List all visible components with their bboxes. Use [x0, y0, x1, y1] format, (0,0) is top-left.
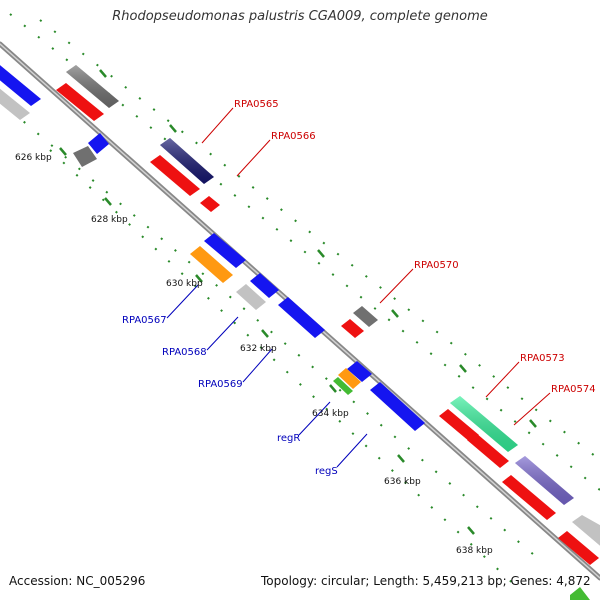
gene-arrow[interactable] [88, 133, 109, 154]
gene-label-rpa0567[interactable]: RPA0567 [122, 315, 167, 326]
gene-arrow[interactable] [353, 306, 378, 327]
tick-mark-628 [104, 197, 112, 206]
gene-arrow[interactable] [0, 79, 30, 120]
gene-label-regs[interactable]: regS [315, 466, 338, 477]
gene-label-regr[interactable]: regR [277, 433, 300, 444]
gene-label-rpa0569[interactable]: RPA0569 [198, 379, 243, 390]
gene-arrow[interactable] [190, 246, 233, 283]
tick-mark-outer-6 [529, 419, 537, 428]
tick-mark-634 [329, 384, 337, 393]
gene-arrow[interactable] [558, 531, 599, 565]
map-title: Rhodopseudomonas palustris CGA009, compl… [112, 9, 488, 24]
tick-mark-632 [261, 329, 269, 338]
tick-label-632: 632 kbp [240, 344, 277, 354]
gene-label-rpa0565[interactable]: RPA0565 [234, 99, 279, 110]
callout-rpa0573 [485, 361, 520, 398]
tick-label-638: 638 kbp [456, 546, 493, 556]
tick-mark-638 [467, 526, 475, 535]
tick-mark-outer-5 [459, 364, 467, 373]
callout-lines [166, 107, 551, 468]
gene-arrow[interactable] [278, 297, 325, 338]
tick-mark-626 [59, 147, 67, 156]
tick-mark-630 [195, 274, 203, 283]
guide-ring-inner-1 [9, 109, 541, 561]
reverse-strand-genes [73, 133, 590, 600]
gene-arrow[interactable] [347, 361, 372, 382]
gene-arrow[interactable] [338, 368, 361, 389]
tick-labels: 626 kbp 628 kbp 630 kbp 632 kbp 634 kbp … [15, 153, 493, 556]
gene-label-rpa0566[interactable]: RPA0566 [271, 131, 316, 142]
guide-ring-outer-1 [39, 19, 600, 461]
tick-label-628: 628 kbp [91, 215, 128, 225]
gene-arrow[interactable] [333, 377, 353, 395]
gene-arrow[interactable] [0, 61, 41, 106]
gene-arrow[interactable] [570, 587, 590, 600]
callout-rpa0574 [513, 392, 551, 426]
tick-mark-outer-4 [391, 309, 399, 318]
callout-rpa0570 [379, 268, 414, 304]
tick-mark-636 [397, 454, 405, 463]
callout-regr [298, 401, 331, 436]
tick-mark-outer-3 [317, 249, 325, 258]
gene-label-rpa0568[interactable]: RPA0568 [162, 347, 207, 358]
gene-label-rpa0574[interactable]: RPA0574 [551, 384, 596, 395]
guide-rings [9, 13, 600, 591]
tick-label-636: 636 kbp [384, 477, 421, 487]
tick-label-626: 626 kbp [15, 153, 52, 163]
gene-arrow[interactable] [73, 146, 97, 167]
gene-label-rpa0573[interactable]: RPA0573 [520, 353, 565, 364]
gene-labels: RPA0565 RPA0566 RPA0570 RPA0573 RPA0574 … [122, 99, 596, 477]
callout-rpa0566 [236, 139, 271, 177]
gene-arrow[interactable] [204, 233, 246, 268]
gene-arrow[interactable] [572, 515, 600, 550]
gene-arrow[interactable] [236, 284, 266, 310]
callout-rpa0569 [242, 348, 273, 383]
callout-rpa0568 [206, 316, 239, 351]
gene-arrow[interactable] [341, 319, 364, 338]
tick-label-634: 634 kbp [312, 409, 349, 419]
gene-arrow[interactable] [200, 196, 220, 212]
gene-arrow[interactable] [370, 382, 425, 431]
tick-mark-outer-1 [99, 69, 107, 78]
callout-rpa0567 [166, 284, 199, 319]
gene-arrow[interactable] [250, 273, 279, 298]
callout-rpa0565 [201, 107, 234, 144]
tick-label-630: 630 kbp [166, 279, 203, 289]
topology-info: Topology: circular; Length: 5,459,213 bp… [261, 574, 591, 588]
tick-mark-outer-2 [169, 124, 177, 133]
gene-label-rpa0570[interactable]: RPA0570 [414, 260, 459, 271]
callout-regs [336, 433, 368, 468]
accession-label: Accession: NC_005296 [9, 574, 146, 588]
